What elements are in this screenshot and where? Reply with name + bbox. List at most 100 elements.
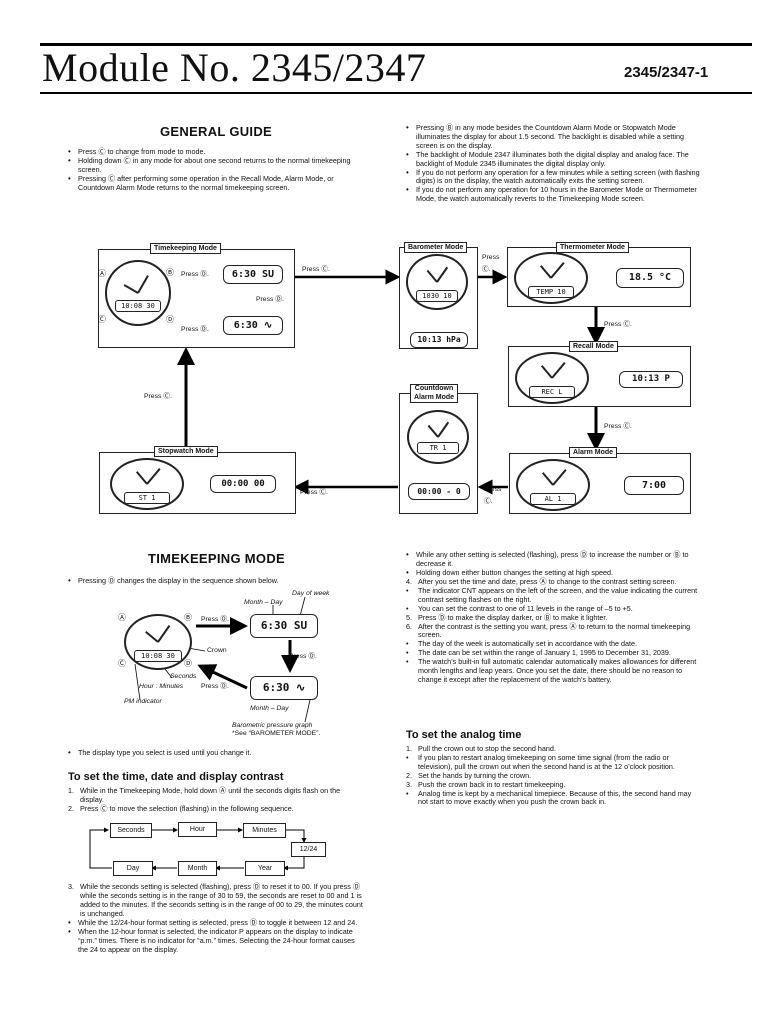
press-d-label: Press Ⓓ. xyxy=(201,616,229,623)
watch-lcd: TR 1 xyxy=(417,442,459,454)
flow-day: Day xyxy=(113,861,153,876)
list-item: 3.Push the crown back in to restart time… xyxy=(406,779,566,789)
general-guide-heading: GENERAL GUIDE xyxy=(160,124,273,139)
press-label: Press xyxy=(482,254,500,261)
set-time-steps: 1.While in the Timekeeping Mode, hold do… xyxy=(68,786,364,814)
mode-label-timekeeping: Timekeeping Mode xyxy=(150,243,221,254)
timekeeping-heading: TIMEKEEPING MODE xyxy=(148,551,285,566)
list-item: When the 12-hour format is selected, the… xyxy=(66,927,364,955)
list-item: •The watch’s built-in full automatic cal… xyxy=(406,657,697,684)
watch-lcd: AL 1 xyxy=(530,493,576,505)
list-item: If you do not perform any operation for … xyxy=(404,168,700,187)
flow-seconds: Seconds xyxy=(110,823,152,838)
press-c-label: Press Ⓒ. xyxy=(604,321,632,328)
right-bullets: While any other setting is selected (fla… xyxy=(404,550,700,578)
list-item: Press Ⓒ to change from mode to mode. xyxy=(66,147,366,157)
list-item: •The date can be set within the range of… xyxy=(406,648,671,658)
watch-lcd: 10:08 30 xyxy=(134,650,182,662)
recall-mode-panel: REC L 10:13 P xyxy=(508,346,691,407)
baro-graph-label: Barometric pressure graph xyxy=(232,722,313,729)
flow-hour: Hour xyxy=(178,822,217,837)
list-item: Pressing Ⓑ in any mode besides the Count… xyxy=(404,123,700,151)
list-item: 4.After you set the time and date, press… xyxy=(406,577,677,586)
analog-heading: To set the analog time xyxy=(406,729,522,741)
list-item: 1.Pull the crown out to stop the second … xyxy=(406,744,556,753)
list-item: •You can set the contrast to one of 11 l… xyxy=(406,603,633,613)
list-item: While any other setting is selected (fla… xyxy=(404,550,700,569)
watch-face: AL 1 xyxy=(516,459,590,511)
pm-indicator-label: PM indicator xyxy=(124,698,162,705)
list-item: The display type you select is used unti… xyxy=(66,748,366,758)
press-d-label: Press Ⓓ. xyxy=(256,296,284,303)
list-item: The backlight of Module 2347 illuminates… xyxy=(404,150,700,169)
lcd-display: 18.5 °C xyxy=(616,268,684,288)
button-a-label: Ⓐ xyxy=(98,269,106,278)
button-a-label: Ⓐ xyxy=(118,613,126,622)
list-item: If you do not perform any operation for … xyxy=(404,185,700,204)
watch-face: 1030 10 xyxy=(406,254,468,310)
lcd-display: 6:30 SU xyxy=(250,614,318,638)
watch-face: TEMP 10 xyxy=(514,252,588,304)
hour-minutes-label: Hour : Minutes xyxy=(139,683,184,690)
button-c-label: Ⓒ xyxy=(118,659,126,668)
flow-year: Year xyxy=(245,861,285,876)
day-of-week-label: Day of week xyxy=(292,590,330,597)
top-rule xyxy=(40,43,752,46)
list-item: 5.Press Ⓓ to make the display darker, or… xyxy=(406,612,608,622)
mode-label-countdown-line2: Alarm Mode xyxy=(414,393,455,401)
mode-label-recall: Recall Mode xyxy=(569,341,618,352)
press-c-label: Press Ⓒ. xyxy=(144,393,172,400)
lcd-display: 00:00 - 0 xyxy=(408,483,470,500)
see-baro-label: *See “BAROMETER MODE”. xyxy=(232,730,321,737)
press-label: Press xyxy=(484,486,502,493)
timekeeping-watch-face: 10:08 30 xyxy=(124,614,192,670)
flow-minutes: Minutes xyxy=(243,823,286,838)
press-c-label: Press Ⓒ. xyxy=(604,423,632,430)
contrast-steps: 4.After you set the time and date, press… xyxy=(406,577,700,685)
mode-label-countdown-line1: Countdown xyxy=(414,385,454,392)
lcd-display: 00:00 00 xyxy=(210,475,276,493)
list-item: •The indicator CNT appears on the left o… xyxy=(406,585,698,604)
general-guide-left-list: Press Ⓒ to change from mode to mode. Hol… xyxy=(66,147,366,193)
month-day-label: Month – Day xyxy=(250,705,289,712)
flow-12-24: 12/24 xyxy=(291,842,326,857)
press-c-symbol: Ⓒ. xyxy=(482,266,491,273)
set-time-bullets: While the 12/24-hour format setting is s… xyxy=(66,918,364,955)
crown-label: Crown xyxy=(207,647,227,654)
watch-lcd: TEMP 10 xyxy=(528,286,574,298)
flow-month: Month xyxy=(178,861,217,876)
press-c-symbol: Ⓒ. xyxy=(484,498,493,505)
lcd-display: 10:13 hPa xyxy=(410,332,468,348)
list-item: 6.After the contrast is the setting you … xyxy=(406,621,691,640)
lcd-display: 6:30 SU xyxy=(223,265,283,284)
month-day-label: Month – Day xyxy=(244,599,283,606)
watch-face: 10:08 30 xyxy=(105,260,171,326)
watch-lcd: 10:08 30 xyxy=(115,300,161,312)
press-c-label: Press Ⓒ. xyxy=(302,266,330,273)
lcd-display: 6:30 ∿ xyxy=(223,316,283,335)
list-item: 2.Set the hands by turning the crown. xyxy=(406,770,532,780)
mode-label-thermometer: Thermometer Mode xyxy=(556,242,629,253)
seconds-label: Seconds xyxy=(170,673,197,680)
general-guide-right-list: Pressing Ⓑ in any mode besides the Count… xyxy=(404,123,700,204)
list-item: 2.Press Ⓒ to move the selection (flashin… xyxy=(68,803,294,813)
list-item: Holding down Ⓒ in any mode for about one… xyxy=(66,156,366,175)
list-item: •The day of the week is automatically se… xyxy=(406,639,637,649)
barometer-mode-panel: 1030 10 10:13 hPa xyxy=(399,247,478,349)
mode-label-countdown: Countdown Alarm Mode xyxy=(410,384,459,403)
watch-face: TR 1 xyxy=(407,410,469,464)
list-item: •If you plan to restart analog timekeepi… xyxy=(406,752,675,771)
list-item: Holding down either button changes the s… xyxy=(404,568,700,578)
set-time-steps-b: 3.While the seconds setting is selected … xyxy=(68,882,364,919)
watch-face: ST 1 xyxy=(110,458,184,510)
page-number: 2345/2347-1 xyxy=(624,64,709,81)
button-c-label: Ⓒ xyxy=(98,315,106,324)
list-item: Pressing Ⓓ changes the display in the se… xyxy=(66,576,366,586)
watch-lcd: 1030 10 xyxy=(416,290,458,302)
press-d-label: Press Ⓓ. xyxy=(181,326,209,333)
button-d-label: Ⓓ xyxy=(184,659,192,668)
timekeeping-intro: Pressing Ⓓ changes the display in the se… xyxy=(66,576,366,586)
lcd-display: 10:13 P xyxy=(619,371,683,388)
watch-lcd: ST 1 xyxy=(124,492,170,504)
timekeeping-mode-panel: 10:08 30 6:30 SU 6:30 ∿ xyxy=(98,249,295,348)
